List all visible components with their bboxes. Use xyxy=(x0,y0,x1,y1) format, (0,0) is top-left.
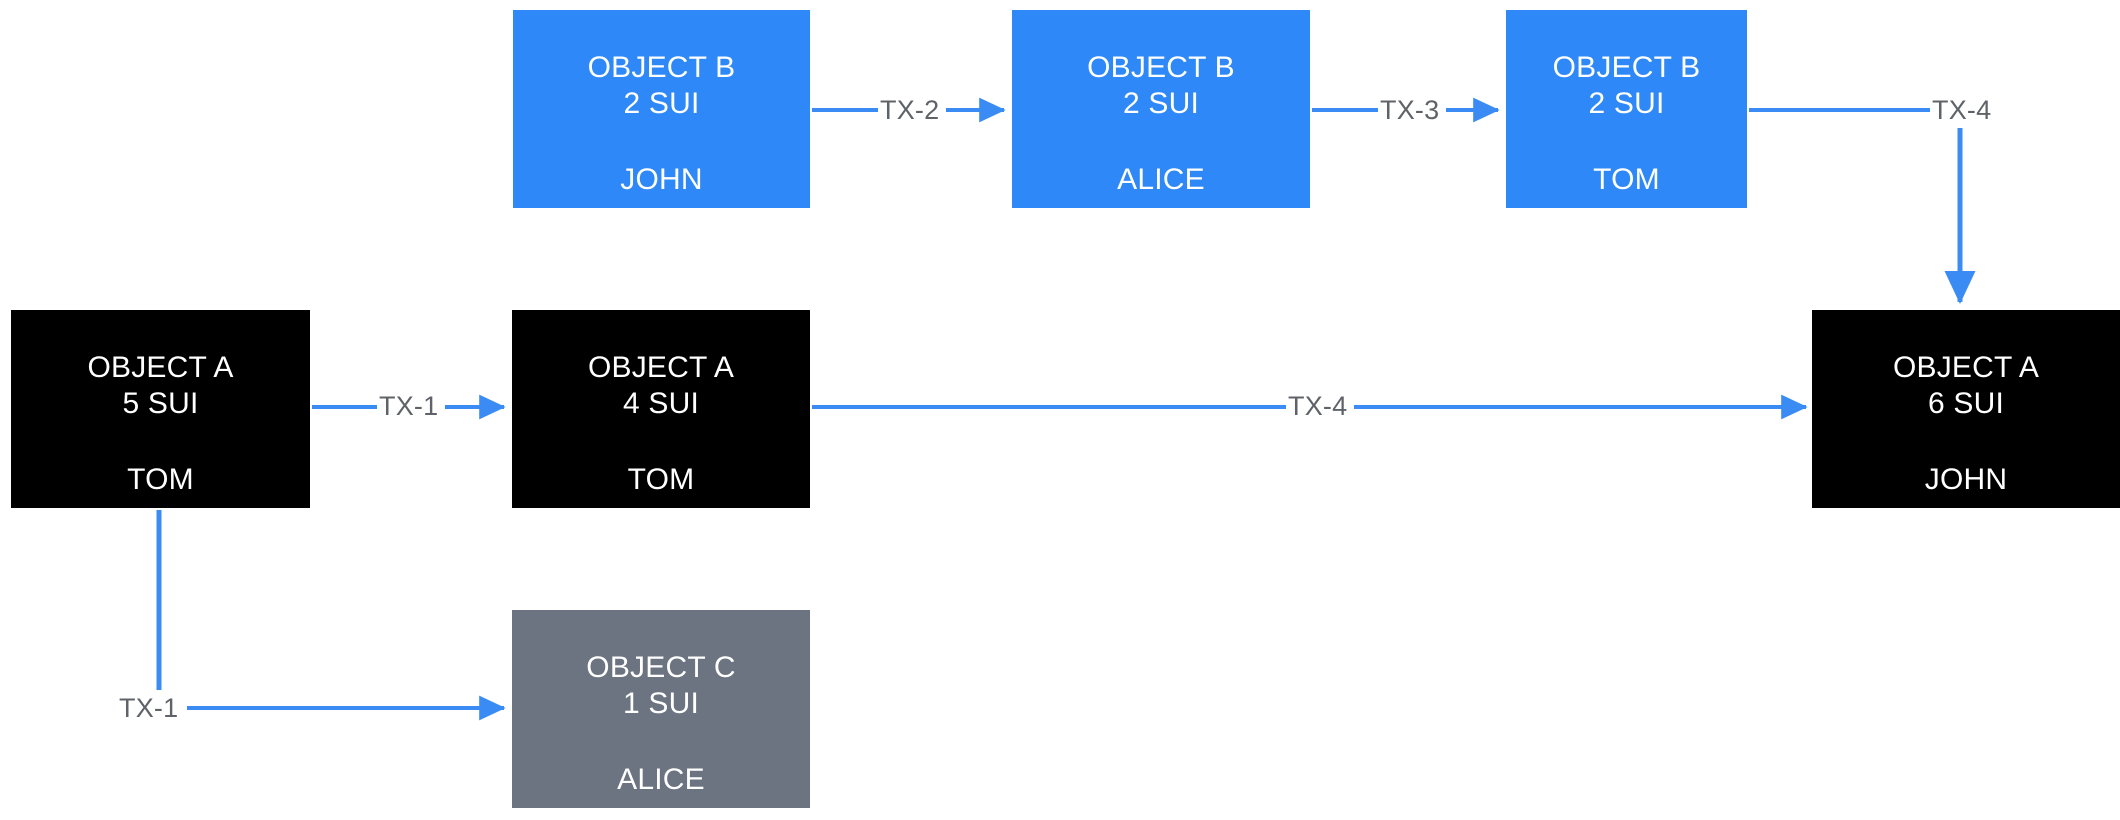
node-object-b-alice[interactable]: OBJECT B 2 SUI ALICE xyxy=(1012,10,1310,208)
node-amount: 1 SUI xyxy=(622,687,700,720)
node-object-a-5sui[interactable]: OBJECT A 5 SUI TOM xyxy=(11,310,310,508)
node-amount: 6 SUI xyxy=(1927,387,2005,420)
edge-label-tx3: TX-3 xyxy=(1380,95,1440,125)
node-owner: ALICE xyxy=(617,763,705,796)
node-object-b-tom[interactable]: OBJECT B 2 SUI TOM xyxy=(1506,10,1747,208)
node-object-b-john[interactable]: OBJECT B 2 SUI JOHN xyxy=(513,10,810,208)
node-object-c-1sui[interactable]: OBJECT C 1 SUI ALICE xyxy=(512,610,810,808)
node-owner: TOM xyxy=(627,463,695,496)
node-owner: JOHN xyxy=(620,163,703,196)
edge-label-tx2: TX-2 xyxy=(880,95,940,125)
node-owner: JOHN xyxy=(1924,463,2008,496)
node-title: OBJECT C xyxy=(586,651,736,684)
edge-label-tx1-bottom: TX-1 xyxy=(119,693,179,723)
node-title: OBJECT A xyxy=(87,351,234,384)
node-owner: TOM xyxy=(1593,163,1660,196)
node-object-a-6sui[interactable]: OBJECT A 6 SUI JOHN xyxy=(1812,310,2120,508)
node-title: OBJECT B xyxy=(587,51,736,84)
node-amount: 5 SUI xyxy=(122,387,199,420)
node-object-a-4sui[interactable]: OBJECT A 4 SUI TOM xyxy=(512,310,810,508)
node-owner: TOM xyxy=(127,463,194,496)
node-amount: 2 SUI xyxy=(623,87,700,120)
edge-label-tx4-branch: TX-4 xyxy=(1932,95,1992,125)
node-title: OBJECT B xyxy=(1087,51,1235,84)
node-title: OBJECT B xyxy=(1552,51,1701,84)
node-amount: 4 SUI xyxy=(622,387,700,420)
edge-label-tx4-main: TX-4 xyxy=(1288,391,1348,421)
node-title: OBJECT A xyxy=(1892,351,2040,384)
node-owner: ALICE xyxy=(1117,163,1205,196)
node-amount: 2 SUI xyxy=(1588,87,1665,120)
edge-label-tx1-top: TX-1 xyxy=(379,391,439,421)
node-title: OBJECT A xyxy=(587,351,735,384)
node-amount: 2 SUI xyxy=(1122,87,1200,120)
